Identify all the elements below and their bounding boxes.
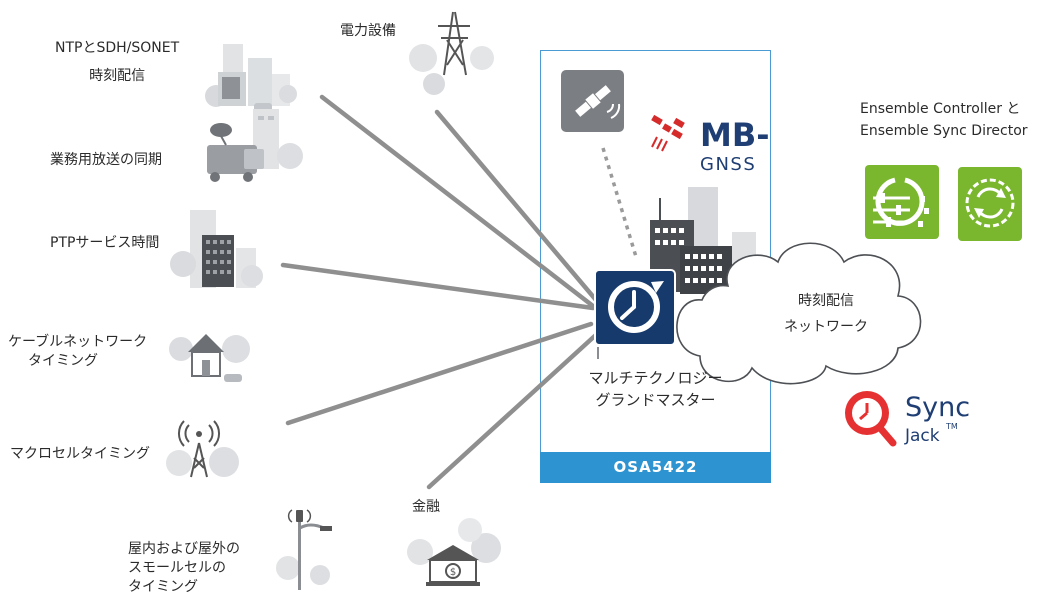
product-name-bar: OSA5422 — [540, 452, 771, 483]
syncjack-tm: TM — [945, 422, 958, 431]
satellite-link — [601, 147, 639, 261]
label-small-cell: 屋内および屋外の スモールセルの タイミング — [128, 541, 240, 595]
label-cable: ケーブルネットワーク タイミング — [8, 334, 148, 369]
syncjack-sync: Sync — [905, 392, 970, 423]
label-macro: マクロセルタイミング — [10, 446, 150, 462]
cable-house-icon — [169, 334, 250, 382]
label-power: 電力設備 — [340, 23, 396, 39]
ptp-buildings-icon — [170, 210, 263, 288]
line-ntp — [319, 94, 596, 309]
ensemble-label: Ensemble Controller と Ensemble Sync Dire… — [860, 101, 1028, 139]
grandmaster-label-line2: グランドマスター — [595, 391, 716, 409]
mb-gnss-logo: MB- GNSS — [651, 114, 770, 175]
macro-antenna-icon — [166, 420, 239, 478]
grandmaster-label-line1: マルチテクノロジー — [588, 369, 723, 387]
svg-text:$: $ — [450, 567, 456, 578]
line-finance — [426, 330, 601, 490]
ensemble-sync-director-icon — [958, 167, 1022, 241]
label-ntp: NTPとSDH/SONET 時刻配信 — [55, 40, 180, 84]
small-cell-icon — [276, 509, 332, 590]
gnss-text: GNSS — [700, 154, 756, 175]
satellite-icon — [561, 70, 624, 132]
network-cloud-icon — [676, 242, 922, 385]
broadcast-truck-icon — [207, 109, 303, 182]
finance-bank-icon: $ — [407, 518, 501, 586]
grandmaster-clock-icon — [594, 269, 676, 359]
power-tower-icon — [409, 11, 494, 95]
connection-lines — [280, 94, 601, 490]
ensemble-controller-icon — [865, 165, 939, 239]
label-ptp: PTPサービス時間 — [50, 235, 160, 251]
line-macro — [285, 321, 594, 426]
mb-text: MB- — [700, 116, 770, 154]
cloud-label: 時刻配信 ネットワーク — [784, 293, 868, 335]
syncjack-jack: Jack — [904, 426, 940, 446]
line-power — [434, 109, 599, 303]
line-ptp — [280, 262, 596, 311]
label-finance: 金融 — [412, 499, 440, 515]
label-broadcast: 業務用放送の同期 — [50, 152, 162, 168]
syncjack-logo: Sync Jack TM — [845, 391, 970, 447]
ntp-buildings-icon — [205, 44, 297, 112]
